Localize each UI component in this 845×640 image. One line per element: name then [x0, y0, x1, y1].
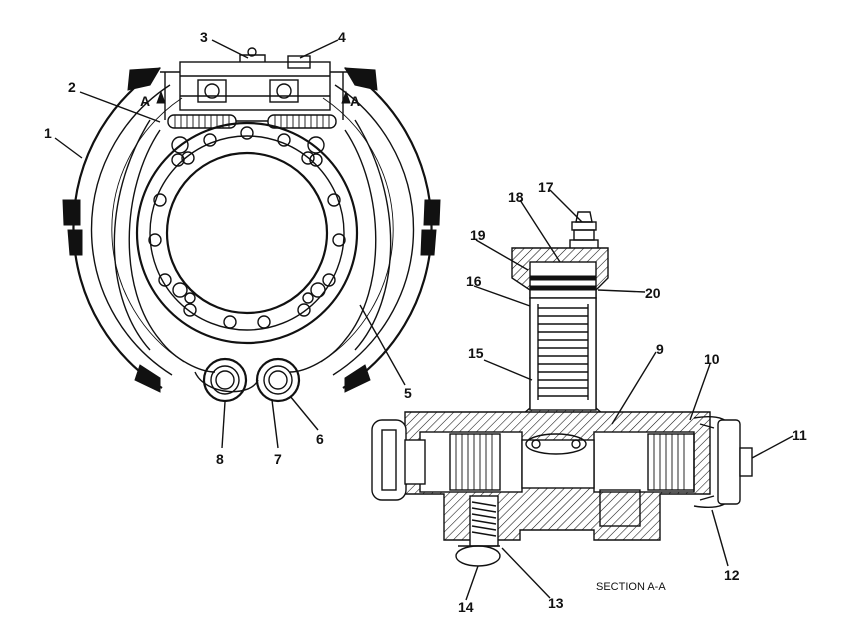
callout-4: 4	[338, 29, 346, 45]
right-boot	[693, 416, 753, 508]
shoe-web	[113, 119, 392, 373]
section-view	[371, 211, 753, 567]
callouts: 1 2 3 4 5 6 7 8 9 10 11 12 13 14 15 16 1…	[44, 29, 807, 615]
section-label: SECTION A-A	[596, 581, 666, 593]
callout-19: 19	[470, 227, 486, 243]
callout-9: 9	[656, 341, 664, 357]
callout-15: 15	[468, 345, 484, 361]
brake-shoe-assembly	[62, 47, 441, 403]
callout-17: 17	[538, 179, 554, 195]
return-spring	[167, 114, 337, 129]
callout-3: 3	[200, 29, 208, 45]
spring-housing	[511, 247, 612, 421]
callout-1: 1	[44, 125, 52, 141]
callout-2: 2	[68, 79, 76, 95]
lower-fitting	[455, 495, 501, 567]
callout-20: 20	[645, 285, 661, 301]
callout-7: 7	[274, 451, 282, 467]
callout-11: 11	[792, 427, 807, 443]
leader-lines	[54, 39, 794, 601]
adjusters	[194, 357, 301, 403]
wheel-cylinder	[160, 47, 348, 120]
callout-13: 13	[548, 595, 564, 611]
callout-16: 16	[466, 273, 482, 289]
callout-14: 14	[458, 599, 474, 615]
callout-10: 10	[704, 351, 720, 367]
left-end-cap	[371, 419, 426, 501]
section-markers	[156, 90, 351, 104]
section-marker-right: A	[350, 93, 360, 109]
cylinder-body	[404, 411, 711, 541]
bolt-holes	[148, 126, 346, 329]
callout-6: 6	[316, 431, 324, 447]
brake-lining	[62, 67, 441, 393]
callout-8: 8	[216, 451, 224, 467]
section-marker-left: A	[140, 93, 150, 109]
callout-5: 5	[404, 385, 412, 401]
callout-12: 12	[724, 567, 740, 583]
hub-flange	[135, 121, 359, 345]
callout-18: 18	[508, 189, 524, 205]
